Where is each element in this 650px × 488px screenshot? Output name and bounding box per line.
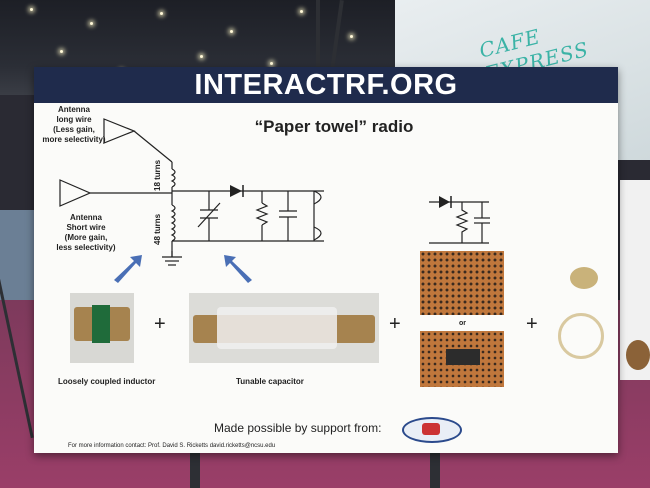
ceiling-light [300,10,303,13]
label-line: Antenna [58,105,90,114]
inductor-18-coil [170,168,176,188]
label-line: (Less gain, [53,125,95,134]
inductor-photo [70,293,134,363]
label-line: less selectivity) [56,243,116,252]
antenna-short-symbol [59,179,92,207]
plus-sign: + [526,313,538,335]
or-label: or [459,320,466,327]
ceiling-light [30,8,33,11]
contact-line: For more information contact: Prof. Davi… [68,443,276,449]
plus-sign: + [389,313,401,335]
label-line: (More gain, [64,233,108,242]
small-schematic [429,201,490,244]
easel-foot [430,450,440,488]
label-line: Short wire [66,223,106,232]
sponsor-logo [402,417,462,443]
diode-symbol [230,185,242,197]
easel-foot [190,450,200,488]
ceiling-light [160,12,163,15]
poster-title: “Paper towel” radio [254,117,414,136]
antenna-short-label: Antenna Short wire (More gain, less sele… [46,213,126,253]
inductor-48-coil [170,204,176,242]
earphone-photo [550,263,610,363]
support-text: Made possible by support from: [214,421,382,435]
label-line: long wire [56,115,92,124]
ceiling-light [90,22,93,25]
plus-sign: + [154,313,166,335]
bottle [626,340,650,370]
banner: INTERACTRF.ORG [34,67,618,103]
poster-board: INTERACTRF.ORG “Paper towel” radio Anten… [34,67,618,453]
ceiling-light [230,30,233,33]
schematic [59,118,490,283]
tripod-pole [316,0,320,70]
ceiling-light [270,62,273,65]
label-line: Antenna [70,213,102,222]
perfboard-photo [420,251,504,315]
antenna-long-symbol [103,118,136,144]
capacitor-caption: Tunable capacitor [236,377,304,386]
capacitor-photo [189,293,379,363]
inductor-caption: Loosely coupled inductor [58,377,156,386]
pointer-arrows [114,255,252,283]
antenna-long-label: Antenna long wire (Less gain, more selec… [38,105,110,145]
ceiling-light [350,35,353,38]
ceiling-light [60,50,63,53]
protoboard-photo [420,331,504,387]
label-line: more selectivity) [42,135,106,144]
ceiling-light [200,55,203,58]
